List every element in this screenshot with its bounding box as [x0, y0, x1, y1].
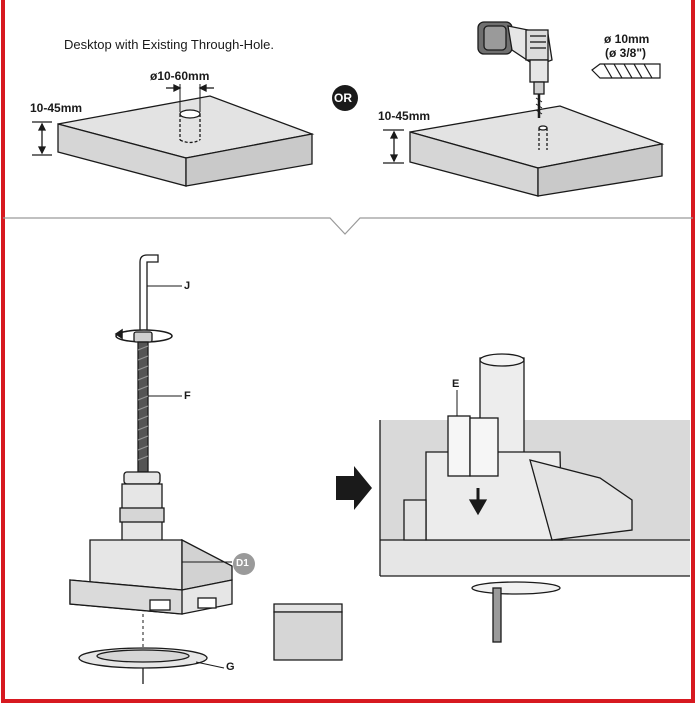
desk-drilled — [409, 105, 665, 197]
part-label-F: F — [184, 390, 191, 402]
section-divider — [3, 217, 693, 235]
hole-dimension-marker — [166, 83, 214, 112]
part-label-E: E — [452, 378, 460, 390]
part-label-D1: D1 — [236, 558, 249, 569]
title-existing-hole: Desktop with Existing Through-Hole. — [64, 37, 275, 52]
plate-G — [78, 647, 208, 684]
power-drill-icon — [477, 21, 553, 118]
drill-diameter-mm: ø 10mm — [604, 32, 650, 46]
allen-key-J — [139, 254, 159, 330]
drill-diameter-in: (ø 3/8") — [605, 46, 647, 60]
leader-lines — [147, 285, 458, 669]
or-badge-label: OR — [334, 91, 352, 105]
thickness-dimension-right — [383, 129, 404, 164]
threaded-bolt-F — [133, 331, 153, 473]
thickness-dimension-left — [32, 121, 52, 156]
arrow-right-icon — [336, 466, 372, 510]
desk-corner — [273, 603, 343, 661]
detail-view — [379, 353, 690, 643]
d1-badge — [233, 553, 255, 575]
part-label-J: J — [184, 280, 191, 292]
thickness-label-right: 10-45mm — [378, 109, 431, 123]
thickness-label-left: 10-45mm — [30, 101, 83, 115]
hole-diameter-label: ø10-60mm — [150, 69, 210, 83]
or-badge-circle — [332, 85, 358, 111]
desk-existing-hole — [57, 95, 315, 187]
drill-bit-icon — [591, 63, 661, 79]
base-mount-D1 — [69, 471, 233, 615]
part-label-G: G — [226, 661, 235, 673]
